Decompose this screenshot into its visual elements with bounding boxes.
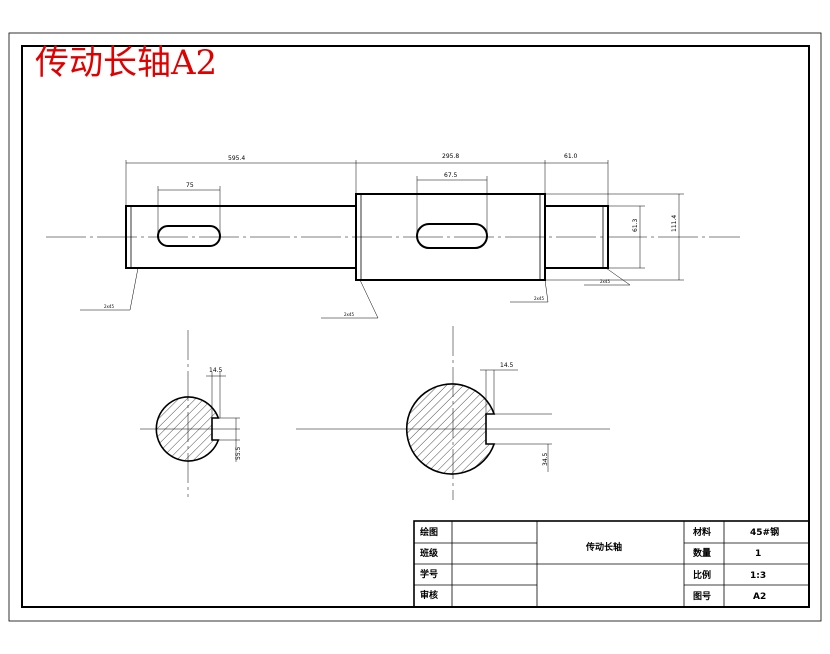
keyway-middle bbox=[416, 223, 488, 249]
section-right bbox=[296, 326, 610, 500]
section-left-hatched bbox=[155, 396, 220, 462]
dim-sec-left-width: 14.5 bbox=[209, 367, 223, 374]
drawing-title: 传动长轴A2 bbox=[35, 43, 217, 83]
tb-field-drawing-no-value: A2 bbox=[753, 592, 766, 602]
inner-border bbox=[21, 45, 810, 608]
tb-field-quantity-label: 数量 bbox=[693, 547, 711, 559]
dim-chamfer-b: 2x45 bbox=[344, 312, 354, 317]
dim-key-left: 75 bbox=[186, 182, 194, 189]
dim-dia-small: 61.3 bbox=[632, 218, 639, 232]
shaft-right-segment bbox=[544, 205, 609, 269]
tb-label-student-id: 学号 bbox=[420, 568, 438, 580]
section-left bbox=[140, 330, 240, 497]
dim-len-left: 595.4 bbox=[228, 155, 245, 162]
tb-field-quantity-value: 1 bbox=[755, 549, 761, 559]
tb-label-review: 审核 bbox=[420, 589, 438, 601]
dim-chamfer-c: 2x45 bbox=[534, 296, 544, 301]
tb-field-material-label: 材料 bbox=[692, 526, 711, 538]
keyway-left bbox=[157, 225, 221, 247]
tb-label-class: 班级 bbox=[420, 547, 439, 559]
dim-len-mid: 295.8 bbox=[442, 153, 459, 160]
dim-dia-large: 111.4 bbox=[671, 215, 678, 232]
dim-sec-right-width: 14.5 bbox=[500, 362, 514, 369]
tb-part-name: 传动长轴 bbox=[585, 541, 622, 553]
section-right-hatched bbox=[405, 383, 496, 475]
tb-field-drawing-no-label: 图号 bbox=[693, 591, 711, 602]
length-dimensions bbox=[80, 160, 684, 319]
tb-field-scale-value: 1:3 bbox=[750, 571, 766, 581]
outer-border bbox=[8, 32, 822, 622]
dim-chamfer-a: 2x45 bbox=[104, 304, 114, 309]
shaft-main-view bbox=[46, 193, 740, 281]
dim-key-mid: 67.5 bbox=[444, 172, 458, 179]
dim-len-right: 61.0 bbox=[564, 153, 578, 160]
dim-sec-left-depth: 55.5 bbox=[235, 446, 242, 460]
dim-chamfer-d: 2x45 bbox=[600, 279, 610, 284]
tb-field-scale-label: 比例 bbox=[693, 569, 711, 581]
tb-field-material-value: 45#钢 bbox=[750, 526, 779, 538]
title-block bbox=[413, 520, 810, 608]
tb-label-draw: 绘图 bbox=[420, 526, 438, 538]
dim-sec-right-depth: 34.5 bbox=[542, 452, 549, 466]
